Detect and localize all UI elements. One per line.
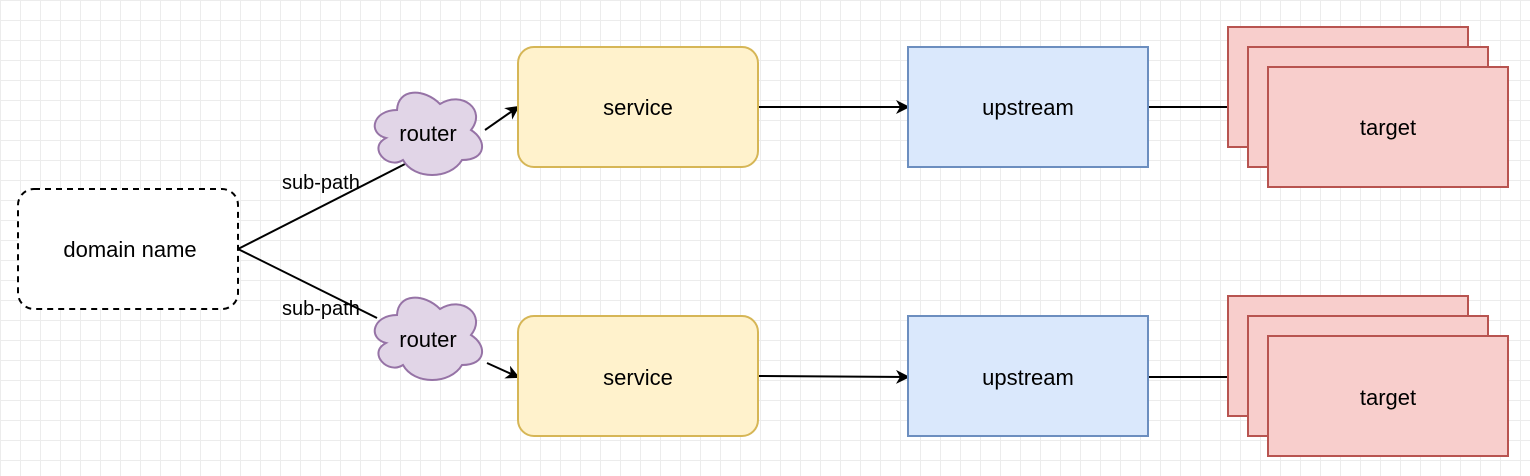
target-card-front	[1267, 66, 1509, 188]
edge-router1-to-service1	[484, 105, 520, 131]
upstream-label-2: upstream	[982, 365, 1074, 390]
router-label-1: router	[399, 121, 456, 146]
sub-path-label-2: sub-path	[282, 298, 360, 320]
upstream-label-1: upstream	[982, 95, 1074, 120]
service-label-2: service	[603, 365, 673, 390]
service-node-1: service	[517, 46, 759, 168]
edge-router2-to-service2	[486, 362, 520, 379]
edges	[237, 100, 1248, 384]
service-label-1: service	[603, 95, 673, 120]
upstream-node-1: upstream	[907, 46, 1149, 168]
service-node-2: service	[517, 315, 759, 437]
target-card-front	[1267, 335, 1509, 457]
target-label-1: target	[1360, 115, 1416, 140]
router-label-2: router	[399, 327, 456, 352]
edge-domain-to-router-1	[237, 163, 406, 250]
router-node-2: router	[373, 296, 484, 381]
edge-service2-to-upstream2	[757, 369, 910, 384]
target-label-2: target	[1360, 385, 1416, 410]
sub-path-label-1: sub-path	[282, 172, 360, 194]
domain-label: domain name	[63, 237, 196, 262]
router-node-1: router	[373, 91, 484, 176]
edge-domain-to-router-2	[237, 248, 378, 319]
target-stack-1: target	[1227, 26, 1509, 188]
target-stack-2: target	[1227, 295, 1509, 457]
upstream-node-2: upstream	[907, 315, 1149, 437]
domain-node: domain name	[17, 188, 239, 310]
